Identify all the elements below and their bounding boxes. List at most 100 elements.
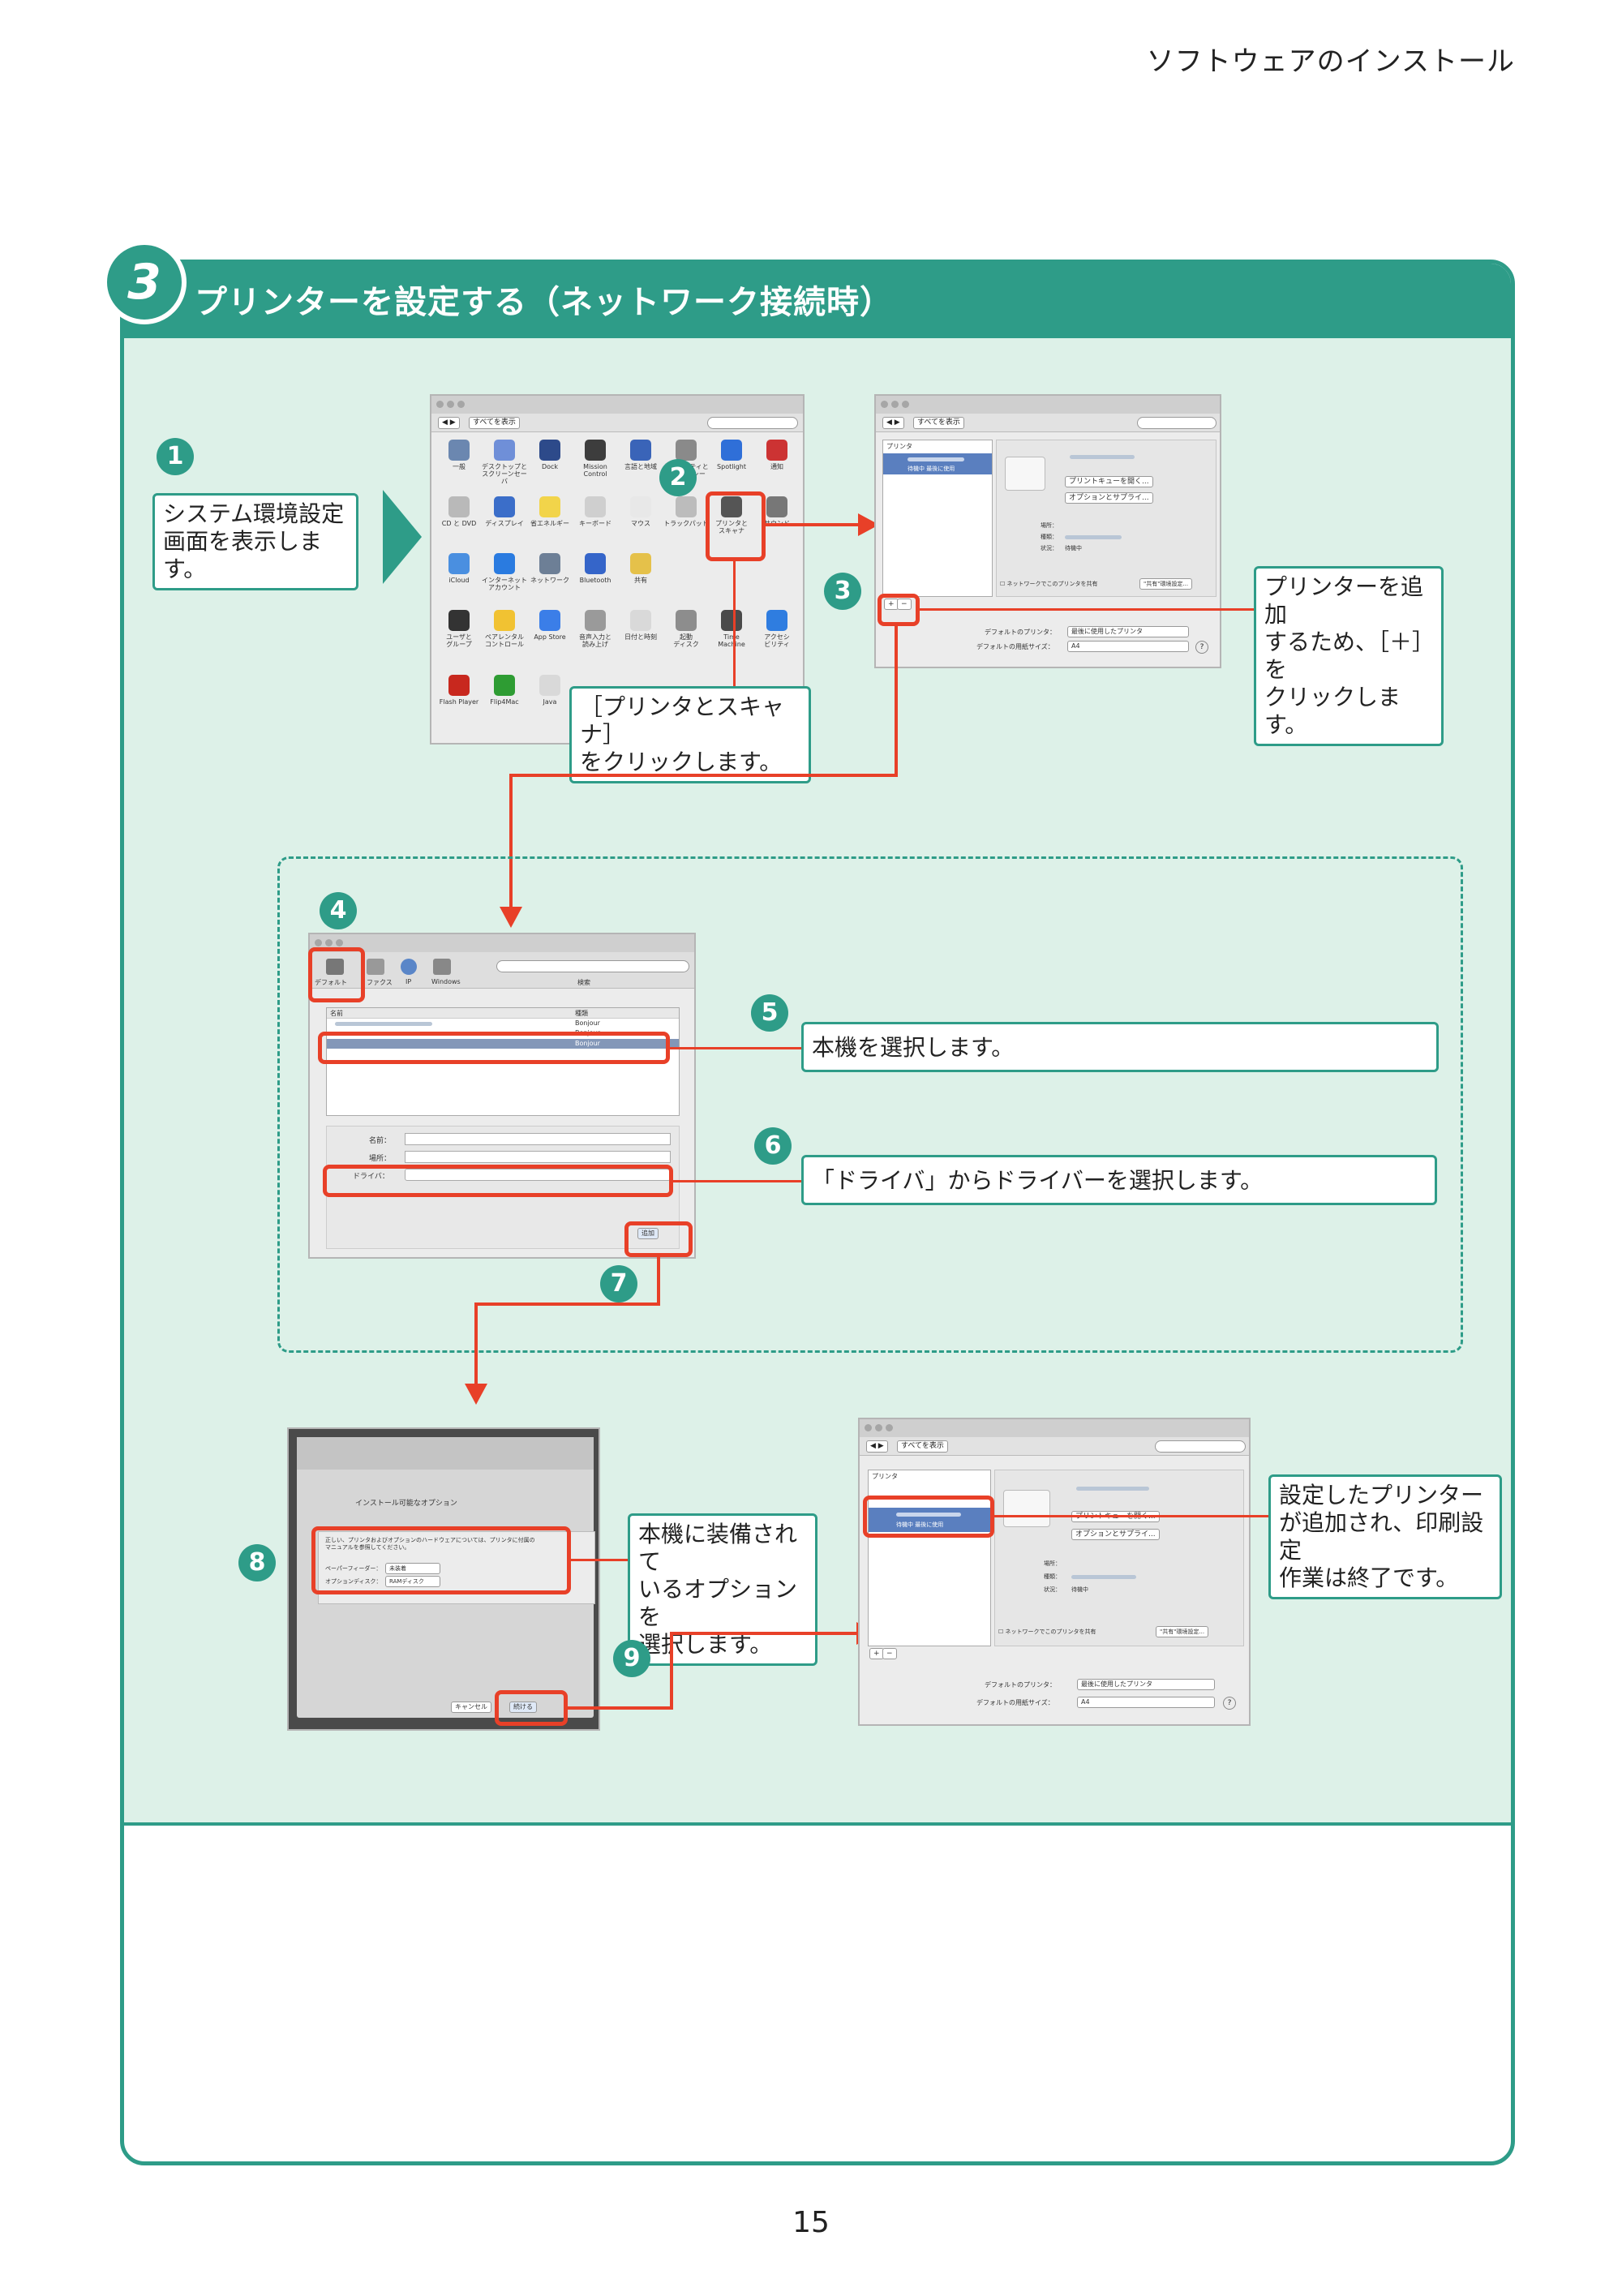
step-number-9: 9 — [613, 1640, 650, 1677]
nav-back-forward-icon[interactable]: ◀ ▶ — [438, 417, 460, 429]
pref-label: キーボード — [579, 520, 611, 527]
pref-icon — [676, 610, 697, 631]
pref-item[interactable]: 省エネルギー — [527, 496, 573, 527]
remove-printer-button[interactable]: − — [897, 599, 912, 610]
help-icon[interactable]: ? — [1195, 641, 1208, 654]
share-checkbox[interactable]: ☐ ネットワークでこのプリンタを共有 — [1000, 581, 1098, 587]
pref-item[interactable]: Bluetooth — [573, 553, 618, 584]
pref-item[interactable]: Flash Player — [436, 675, 482, 706]
list-item-selected[interactable]: Bonjour — [327, 1039, 679, 1049]
callout-select-options: 本機に装備されて いるオプションを 選択します。 — [628, 1513, 817, 1666]
default-printer-select[interactable]: 最後に使用したプリンタ — [1077, 1679, 1215, 1690]
pref-icon — [448, 496, 470, 517]
pref-item[interactable]: 日付と時刻 — [618, 610, 663, 641]
pref-item[interactable]: 起動 ディスク — [663, 610, 709, 648]
pref-item[interactable]: Time Machine — [709, 610, 754, 648]
pref-item[interactable]: Mission Control — [573, 440, 618, 478]
pref-item[interactable]: プリンタと スキャナ — [709, 496, 754, 534]
nav-back-forward-icon[interactable]: ◀ ▶ — [882, 417, 904, 429]
pref-item[interactable]: 通知 — [754, 440, 800, 470]
nav-back-forward-icon[interactable]: ◀ ▶ — [866, 1440, 888, 1453]
printer-list[interactable]: プリンタ 待機中 最後に使用 — [882, 440, 993, 597]
add-toolbar: デフォルト ファクス IP Windows 検索 — [310, 952, 694, 989]
show-all-button[interactable]: すべてを表示 — [469, 417, 520, 429]
cancel-button[interactable]: キャンセル — [451, 1702, 491, 1713]
printer-row-selected[interactable]: 待機中 最後に使用 — [869, 1508, 990, 1532]
name-field[interactable] — [405, 1133, 671, 1145]
pref-item[interactable]: 言語と地域 — [618, 440, 663, 470]
pref-icon — [721, 496, 742, 517]
status-value: 待機中 — [1071, 1586, 1088, 1593]
sharing-prefs-button[interactable]: "共有"環境設定... — [1156, 1626, 1209, 1637]
options-supplies-button[interactable]: オプションとサプライ... — [1071, 1529, 1160, 1540]
location-field[interactable] — [405, 1151, 671, 1163]
search-field[interactable] — [496, 960, 689, 972]
pref-item[interactable]: 一般 — [436, 440, 482, 470]
pref-item[interactable]: Java — [527, 675, 573, 706]
default-paper-select[interactable]: A4 — [1067, 641, 1189, 652]
step-number-3: 3 — [824, 573, 861, 610]
search-field[interactable] — [1155, 1440, 1246, 1453]
column-kind: 種類 — [575, 1010, 588, 1017]
section-title: プリンターを設定する（ネットワーク接続時） — [195, 284, 893, 321]
pref-item[interactable]: インターネット アカウント — [482, 553, 527, 591]
name-label: 名前： — [369, 1137, 392, 1145]
pref-label: App Store — [534, 633, 566, 641]
pref-item[interactable]: キーボード — [573, 496, 618, 527]
pref-item[interactable]: 音声入力と 読み上げ — [573, 610, 618, 648]
remove-printer-button[interactable]: − — [882, 1648, 897, 1659]
highlight-options — [311, 1526, 571, 1594]
pref-item[interactable]: Dock — [527, 440, 573, 470]
callout-click-plus: プリンターを追加 するため、［＋］を クリックします。 — [1254, 566, 1444, 746]
leader-line-8 — [571, 1559, 629, 1561]
pref-icon — [585, 553, 606, 574]
pref-item[interactable]: Flip4Mac — [482, 675, 527, 706]
pref-item[interactable]: CD と DVD — [436, 496, 482, 527]
open-print-queue-button[interactable]: プリントキューを開く... — [1065, 476, 1153, 487]
tab-fax[interactable]: ファクス — [367, 979, 393, 986]
options-note: 正しい、プリンタおよびオプションのハードウェアについては、プリンタに付属の マニ… — [325, 1537, 535, 1551]
pref-item[interactable]: ペアレンタル コントロール — [482, 610, 527, 648]
pref-item[interactable]: マウス — [618, 496, 663, 527]
sharing-prefs-button[interactable]: "共有"環境設定... — [1139, 578, 1193, 590]
pref-item[interactable]: ディスプレイ — [482, 496, 527, 527]
printer-row-selected[interactable]: 待機中 最後に使用 — [883, 453, 992, 474]
help-icon[interactable]: ? — [1223, 1697, 1236, 1710]
tab-ip[interactable]: IP — [406, 978, 412, 985]
options-supplies-button[interactable]: オプションとサプライ... — [1065, 492, 1153, 504]
pref-label: Flash Player — [439, 698, 479, 706]
pref-icon — [494, 610, 515, 631]
close-dot-icon — [881, 401, 888, 408]
highlight-default-tab — [308, 947, 365, 1002]
pref-item[interactable]: デスクトップと スクリーンセーバ — [482, 440, 527, 485]
default-printer-label: デフォルトのプリンタ： — [985, 629, 1056, 636]
search-field[interactable] — [1137, 417, 1216, 429]
add-printer-button[interactable]: + — [869, 1648, 884, 1659]
default-paper-select[interactable]: A4 — [1077, 1697, 1215, 1708]
pref-icon — [630, 553, 651, 574]
pref-label: CD と DVD — [441, 520, 477, 527]
pref-item[interactable]: App Store — [527, 610, 573, 641]
option-disk-select[interactable]: RAMディスク — [385, 1576, 440, 1587]
section-title-bar — [124, 264, 1511, 338]
paper-feeder-select[interactable]: 未装着 — [385, 1563, 440, 1574]
printer-row-status: 待機中 最後に使用 — [908, 466, 955, 472]
tab-default[interactable]: デフォルト — [315, 979, 347, 986]
add-button[interactable]: 追加 — [637, 1228, 659, 1239]
pref-item[interactable]: ユーザと グループ — [436, 610, 482, 648]
default-printer-icon — [326, 959, 344, 975]
default-printer-select[interactable]: 最後に使用したプリンタ — [1067, 626, 1189, 637]
pref-item[interactable]: ネットワーク — [527, 553, 573, 584]
pref-item[interactable]: iCloud — [436, 553, 482, 584]
show-all-button[interactable]: すべてを表示 — [913, 417, 964, 429]
show-all-button[interactable]: すべてを表示 — [897, 1440, 948, 1453]
pref-item[interactable]: Spotlight — [709, 440, 754, 470]
pref-label: Time Machine — [718, 633, 745, 648]
pref-item[interactable]: アクセシ ビリティ — [754, 610, 800, 648]
pref-item[interactable]: トラックパッド — [663, 496, 709, 527]
share-checkbox[interactable]: ☐ ネットワークでこのプリンタを共有 — [998, 1629, 1096, 1635]
tab-windows[interactable]: Windows — [431, 978, 461, 985]
continue-button[interactable]: 続ける — [509, 1702, 537, 1713]
pref-item[interactable]: 共有 — [618, 553, 663, 584]
search-field[interactable] — [707, 417, 798, 429]
